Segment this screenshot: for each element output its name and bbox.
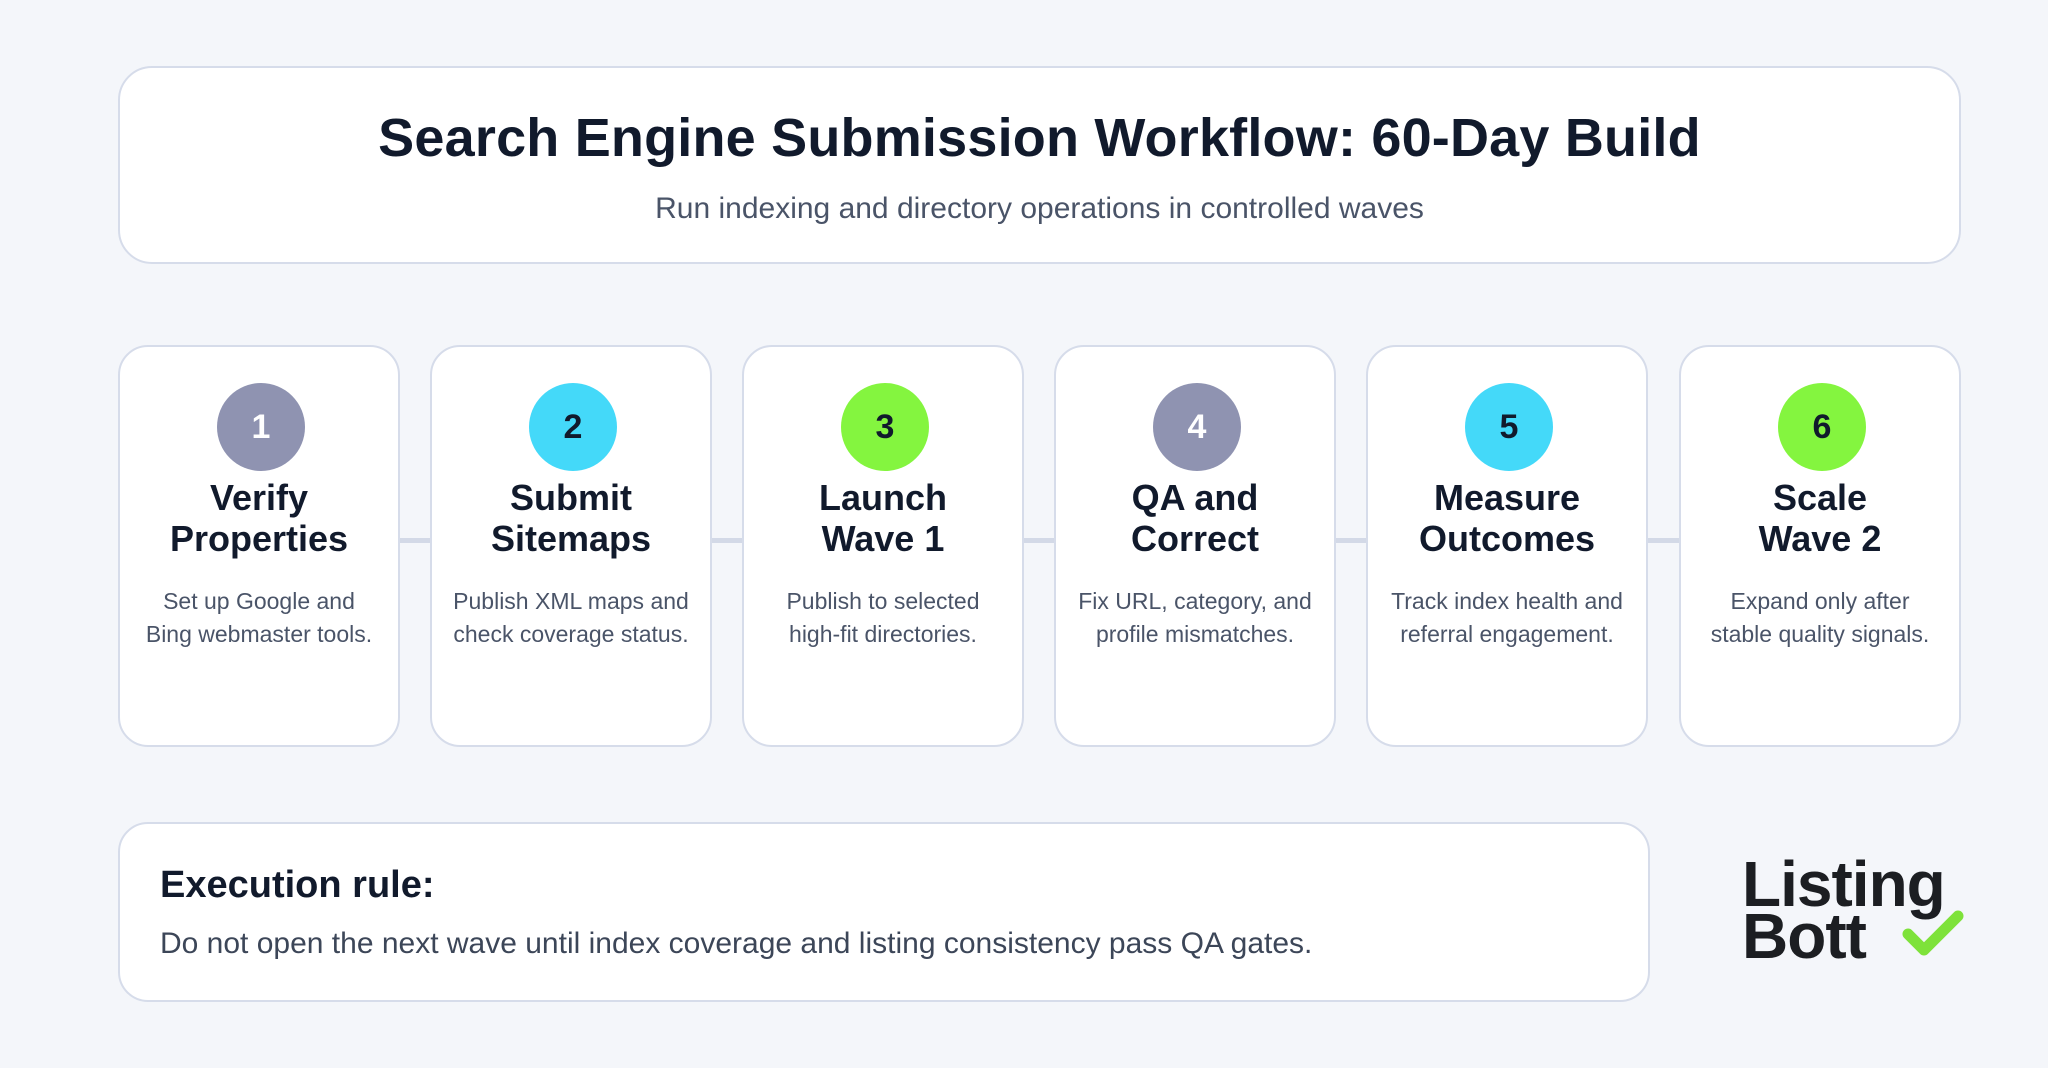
step-card-2: 2 Submit Sitemaps Publish XML maps and c…	[430, 345, 712, 747]
step-card-5: 5 Measure Outcomes Track index health an…	[1366, 345, 1648, 747]
checkmark-stroke	[1902, 910, 1964, 956]
step-title-line: QA and	[1131, 477, 1259, 518]
step-number-badge: 5	[1465, 383, 1553, 471]
step-description: Set up Google and Bing webmaster tools.	[130, 585, 388, 651]
execution-rule-card: Execution rule: Do not open the next wav…	[118, 822, 1650, 1002]
step-card-4: 4 QA and Correct Fix URL, category, and …	[1054, 345, 1336, 747]
step-card-6: 6 Scale Wave 2 Expand only after stable …	[1679, 345, 1961, 747]
step-title: Launch Wave 1	[752, 477, 1014, 559]
step-title-line: Launch	[818, 477, 947, 518]
logo-wordmark-line2: Bott	[1742, 900, 1867, 972]
step-title-line: Outcomes	[1418, 518, 1596, 559]
page-subtitle: Run indexing and directory operations in…	[655, 192, 1424, 225]
step-connector-line	[400, 538, 1680, 543]
page-title: Search Engine Submission Workflow: 60-Da…	[378, 108, 1701, 168]
header-card: Search Engine Submission Workflow: 60-Da…	[118, 66, 1961, 264]
step-desc-line: profile mismatches.	[1095, 621, 1295, 647]
step-title: Verify Properties	[128, 477, 390, 559]
execution-rule-heading: Execution rule:	[160, 864, 435, 906]
step-card-1: 1 Verify Properties Set up Google and Bi…	[118, 345, 400, 747]
step-desc-line: Fix URL, category, and	[1078, 588, 1312, 614]
step-card-3: 3 Launch Wave 1 Publish to selected high…	[742, 345, 1024, 747]
step-title-line: Wave 2	[1758, 518, 1882, 559]
step-title-line: Wave 1	[821, 518, 945, 559]
execution-rule-text: Do not open the next wave until index co…	[160, 927, 1313, 960]
step-desc-line: check coverage status.	[453, 621, 689, 647]
step-description: Publish to selected high-fit directories…	[754, 585, 1012, 651]
step-title-line: Correct	[1130, 518, 1260, 559]
step-desc-line: Publish XML maps and	[453, 588, 689, 614]
step-number-badge: 3	[841, 383, 929, 471]
step-title-line: Submit	[510, 477, 632, 518]
step-number-badge: 6	[1778, 383, 1866, 471]
step-desc-line: high-fit directories.	[789, 621, 977, 647]
step-title-line: Verify	[209, 477, 309, 518]
step-title-line: Measure	[1433, 477, 1581, 518]
step-description: Fix URL, category, and profile mismatche…	[1066, 585, 1324, 651]
step-description: Track index health and referral engageme…	[1378, 585, 1636, 651]
step-desc-line: stable quality signals.	[1710, 621, 1930, 647]
step-number-badge: 2	[529, 383, 617, 471]
step-desc-line: Bing webmaster tools.	[145, 621, 373, 647]
step-description: Publish XML maps and check coverage stat…	[442, 585, 700, 651]
step-description: Expand only after stable quality signals…	[1691, 585, 1949, 651]
logo-wordmark-line1: Listing	[1742, 848, 1946, 920]
step-title-line: Properties	[169, 518, 349, 559]
step-number-badge: 1	[217, 383, 305, 471]
step-title: QA and Correct	[1064, 477, 1326, 559]
step-desc-line: Expand only after	[1730, 588, 1910, 614]
step-title: Submit Sitemaps	[440, 477, 702, 559]
checkmark-icon	[1902, 910, 1964, 956]
listingbott-logo: Listing Bott	[1742, 848, 1972, 972]
step-desc-line: Publish to selected	[786, 588, 980, 614]
step-title-line: Sitemaps	[490, 518, 652, 559]
step-title: Scale Wave 2	[1689, 477, 1951, 559]
workflow-steps: 1 Verify Properties Set up Google and Bi…	[118, 345, 1961, 747]
step-desc-line: Set up Google and	[163, 588, 355, 614]
step-number-badge: 4	[1153, 383, 1241, 471]
step-desc-line: referral engagement.	[1400, 621, 1614, 647]
step-title: Measure Outcomes	[1376, 477, 1638, 559]
step-desc-line: Track index health and	[1391, 588, 1623, 614]
step-title-line: Scale	[1772, 477, 1868, 518]
